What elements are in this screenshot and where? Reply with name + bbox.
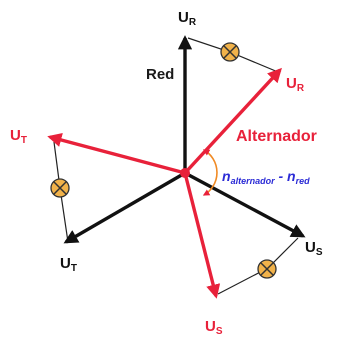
lamp-icon [220,42,240,62]
lamp-icon [50,178,70,198]
label-alt-ut: UT [10,127,27,146]
label-grid-ur: UR [178,9,197,28]
label-grid-ut: UT [60,255,77,274]
label-alternador: Alternador [236,128,317,145]
label-red: Red [146,66,174,83]
alt-phasor-ur [183,67,282,175]
grid-phasor-ut [63,171,186,244]
label-grid-us: US [305,239,323,258]
label-alt-ur: UR [286,75,305,94]
lamp-icon [257,259,277,279]
alternator-phasors [47,67,282,299]
center-point [180,168,190,178]
phase-angle-arc [202,149,218,196]
lamp-connections [53,37,299,295]
alt-phasor-us [183,172,221,299]
label-alt-us: US [205,318,223,337]
speed-equation: nalternador - nred [222,168,310,186]
alt-phasor-ut [47,133,186,175]
